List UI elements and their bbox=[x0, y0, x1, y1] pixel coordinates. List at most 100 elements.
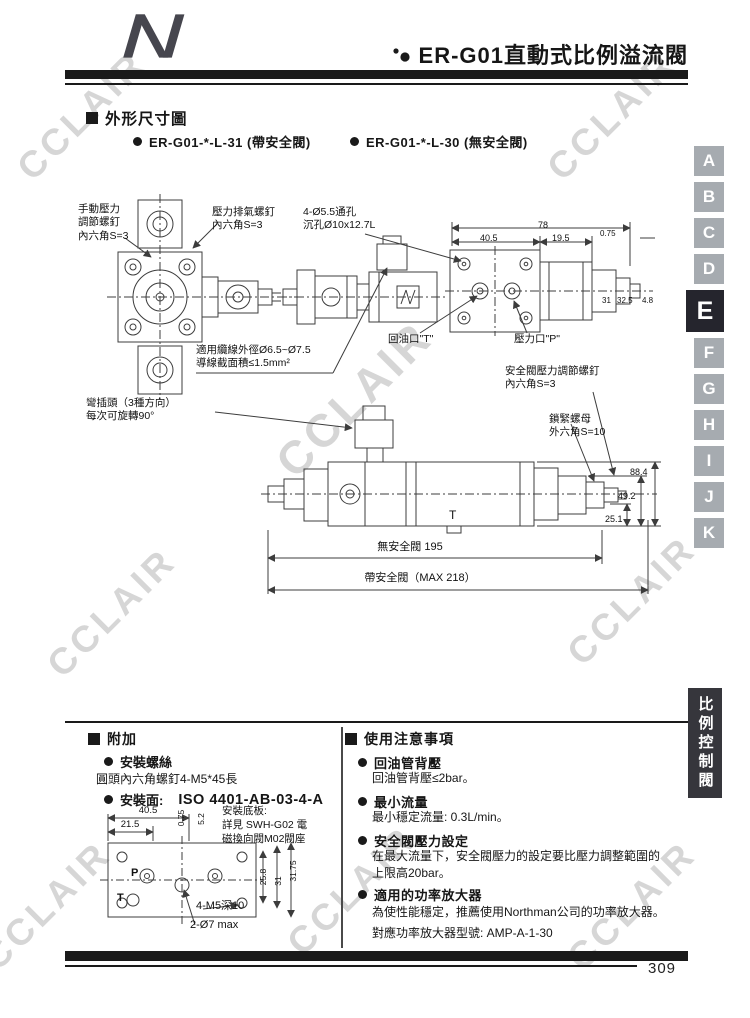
note-text-min-flow: 最小穩定流量: 0.3L/min。 bbox=[372, 810, 509, 824]
side-tab-h: H bbox=[694, 410, 724, 440]
mount-plate-note: 安裝底板: 詳見 SWH-G02 電 磁換向閥M02閥座 bbox=[222, 805, 308, 846]
header-rule-thin bbox=[65, 83, 688, 85]
dim-88-4: 88.4 bbox=[630, 467, 648, 477]
label-return-port-t: 回油口"T" bbox=[388, 333, 434, 345]
note-title-min-flow: 最小流量 bbox=[374, 795, 429, 810]
model-with-safety-label: ER-G01-*-L-31 (帶安全閥) bbox=[149, 135, 311, 150]
dimension-drawing bbox=[107, 194, 661, 594]
side-tab-b: B bbox=[694, 182, 724, 212]
mount-dim-25-8: 25.8 bbox=[258, 868, 268, 886]
mount-port-t-label: T bbox=[117, 892, 124, 904]
dim-25-1: 25.1 bbox=[605, 514, 623, 524]
label-bend-plug: 彎插頭（3種方向） 每次可旋轉90° bbox=[86, 397, 176, 423]
side-tab-i: I bbox=[694, 446, 724, 476]
dim-4-8: 4.8 bbox=[642, 296, 654, 305]
note-item-row: 適用的功率放大器 bbox=[358, 885, 482, 904]
model-with-safety-row: ER-G01-*-L-31 (帶安全閥) bbox=[133, 132, 311, 151]
bullet-icon bbox=[133, 137, 142, 146]
title-dots-icon bbox=[392, 47, 410, 62]
page-title-row: ER-G01直動式比例溢流閥 bbox=[392, 38, 688, 70]
side-view-with-safety-valve bbox=[261, 405, 661, 594]
dim-0-75: 0.75 bbox=[600, 229, 616, 238]
addon-screws-title: 安裝螺絲 bbox=[120, 755, 173, 770]
label-length-with-safety: 帶安全閥（MAX 218） bbox=[364, 572, 476, 584]
addon-screws-row: 安裝螺絲 bbox=[104, 752, 172, 771]
mount-holes-o7-label: 2-Ø7 max bbox=[190, 919, 239, 931]
note-text-back-pressure: 回油管背壓≤2bar。 bbox=[372, 771, 475, 785]
label-vent-screw: 壓力排氣螺釘 內六角S=3 bbox=[212, 206, 275, 232]
side-tab-e-active: E bbox=[686, 290, 724, 332]
label-manual-pressure-screw: 手動壓力 調節螺釘 內六角S=3 bbox=[78, 203, 129, 242]
section-letter-tabs: A B C D E F G H I J K bbox=[686, 146, 724, 548]
dim-19-5: 19.5 bbox=[552, 233, 570, 243]
label-t-mark: T bbox=[449, 508, 457, 522]
outline-section-heading: 外形尺寸圖 bbox=[86, 107, 188, 129]
label-pressure-port-p: 壓力口"P" bbox=[514, 333, 560, 345]
addon-heading-label: 附加 bbox=[107, 731, 137, 747]
side-tab-d: D bbox=[694, 254, 724, 284]
header-rule-thick bbox=[65, 70, 688, 79]
section-divider-vertical bbox=[341, 727, 343, 948]
note-item-row: 安全閥壓力設定 bbox=[358, 831, 469, 850]
mount-dim-31: 31 bbox=[273, 876, 283, 886]
leader-lines bbox=[124, 223, 617, 482]
note-title-safety-setting: 安全閥壓力設定 bbox=[374, 834, 469, 849]
note-text-amplifier: 為使性能穩定，推薦使用Northman公司的功率放大器。 對應功率放大器型號: … bbox=[372, 905, 665, 940]
section-square-bullet bbox=[88, 733, 100, 745]
addon-heading-row: 附加 bbox=[88, 729, 137, 749]
bullet-icon bbox=[358, 797, 367, 806]
page-number: 309 bbox=[648, 960, 677, 977]
mount-dim-31-75: 31.75 bbox=[288, 860, 298, 882]
label-length-no-safety: 無安全閥 195 bbox=[377, 541, 443, 553]
side-tab-f: F bbox=[694, 338, 724, 368]
footer-rule-thick bbox=[65, 951, 688, 961]
model-without-safety-label: ER-G01-*-L-30 (無安全閥) bbox=[366, 135, 528, 150]
section-square-bullet bbox=[345, 733, 357, 745]
dim-40-5: 40.5 bbox=[480, 233, 498, 243]
top-view bbox=[445, 222, 655, 336]
note-item-row: 回油管背壓 bbox=[358, 753, 442, 772]
bullet-icon bbox=[358, 890, 367, 899]
model-without-safety-row: ER-G01-*-L-30 (無安全閥) bbox=[350, 132, 528, 151]
mount-dim-5-2: 5.2 bbox=[196, 813, 206, 825]
side-tab-a: A bbox=[694, 146, 724, 176]
bullet-icon bbox=[358, 836, 367, 845]
mount-holes-m5-label: 4-M5深10 bbox=[196, 900, 245, 912]
mount-dim-21-5: 21.5 bbox=[120, 819, 140, 830]
dim-78: 78 bbox=[537, 220, 548, 230]
front-view bbox=[107, 194, 295, 400]
dim-31: 31 bbox=[602, 296, 611, 305]
mount-dim-40-5: 40.5 bbox=[138, 805, 158, 816]
bullet-icon bbox=[358, 758, 367, 767]
label-through-hole: 4-Ø5.5通孔 沉孔Ø10x12.7L bbox=[303, 206, 376, 232]
label-safety-valve-screw: 安全閥壓力調節螺釘 內六角S=3 bbox=[505, 365, 600, 391]
brand-logo bbox=[123, 14, 185, 58]
footer-rule-thin bbox=[65, 965, 637, 967]
section-divider-horizontal bbox=[65, 721, 688, 723]
mount-port-p-label: P bbox=[131, 867, 139, 879]
side-tab-k: K bbox=[694, 518, 724, 548]
page-title: ER-G01直動式比例溢流閥 bbox=[418, 43, 688, 68]
notes-heading-label: 使用注意事項 bbox=[364, 731, 454, 747]
side-tab-g: G bbox=[694, 374, 724, 404]
label-cable-spec: 適用纜線外徑Ø6.5~Ø7.5 導線截面積≤1.5mm² bbox=[196, 344, 311, 370]
dim-32-5: 32.5 bbox=[617, 296, 633, 305]
mount-dim-0-75: 0.75 bbox=[176, 809, 186, 827]
addon-screws-text: 圓頭內六角螺釘4-M5*45長 bbox=[96, 772, 238, 786]
bullet-icon bbox=[104, 795, 113, 804]
dim-49-2: 49.2 bbox=[618, 491, 636, 501]
bullet-icon bbox=[350, 137, 359, 146]
addon-face-standard: ISO 4401-AB-03-4-A bbox=[178, 791, 324, 808]
label-lock-nut: 鎖緊螺母 外六角S=10 bbox=[549, 413, 606, 439]
side-view bbox=[278, 235, 447, 325]
note-item-row: 最小流量 bbox=[358, 792, 428, 811]
notes-heading-row: 使用注意事項 bbox=[345, 729, 454, 749]
category-side-label: 比例控制閥 bbox=[688, 688, 722, 798]
addon-face-row: 安裝面: ISO 4401-AB-03-4-A bbox=[104, 790, 324, 809]
addon-face-title: 安裝面: bbox=[120, 793, 164, 808]
section-square-bullet bbox=[86, 112, 98, 124]
outline-heading-label: 外形尺寸圖 bbox=[105, 111, 188, 128]
note-title-amplifier: 適用的功率放大器 bbox=[374, 888, 483, 903]
note-text-safety-setting: 在最大流量下，安全閥壓力的設定要比壓力調整範圍的 上限高20bar。 bbox=[372, 849, 661, 881]
